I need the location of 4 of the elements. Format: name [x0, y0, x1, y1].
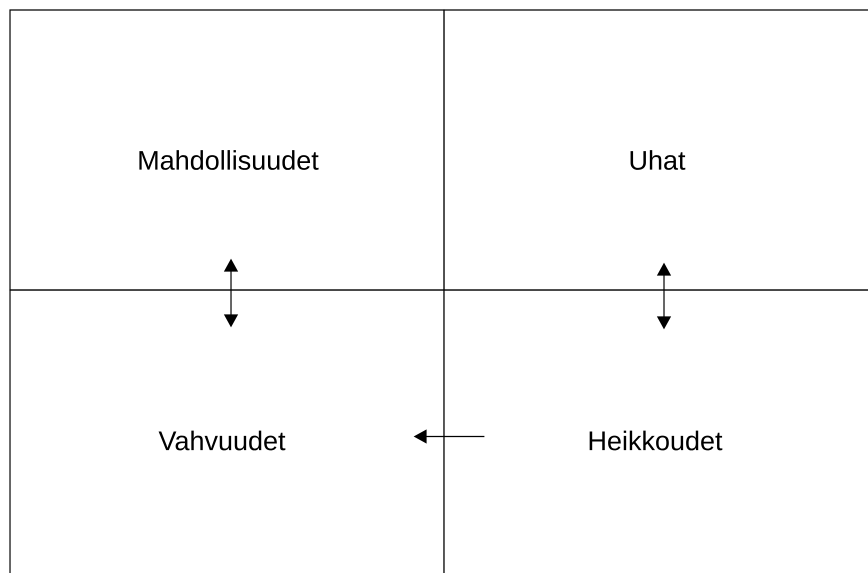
quadrant-cell: Mahdollisuudet	[9, 9, 445, 291]
quadrant-cell: Vahvuudet	[9, 289, 445, 573]
quadrant-cell: Uhat	[443, 9, 868, 291]
quadrant-cell: Heikkoudet	[443, 289, 868, 573]
